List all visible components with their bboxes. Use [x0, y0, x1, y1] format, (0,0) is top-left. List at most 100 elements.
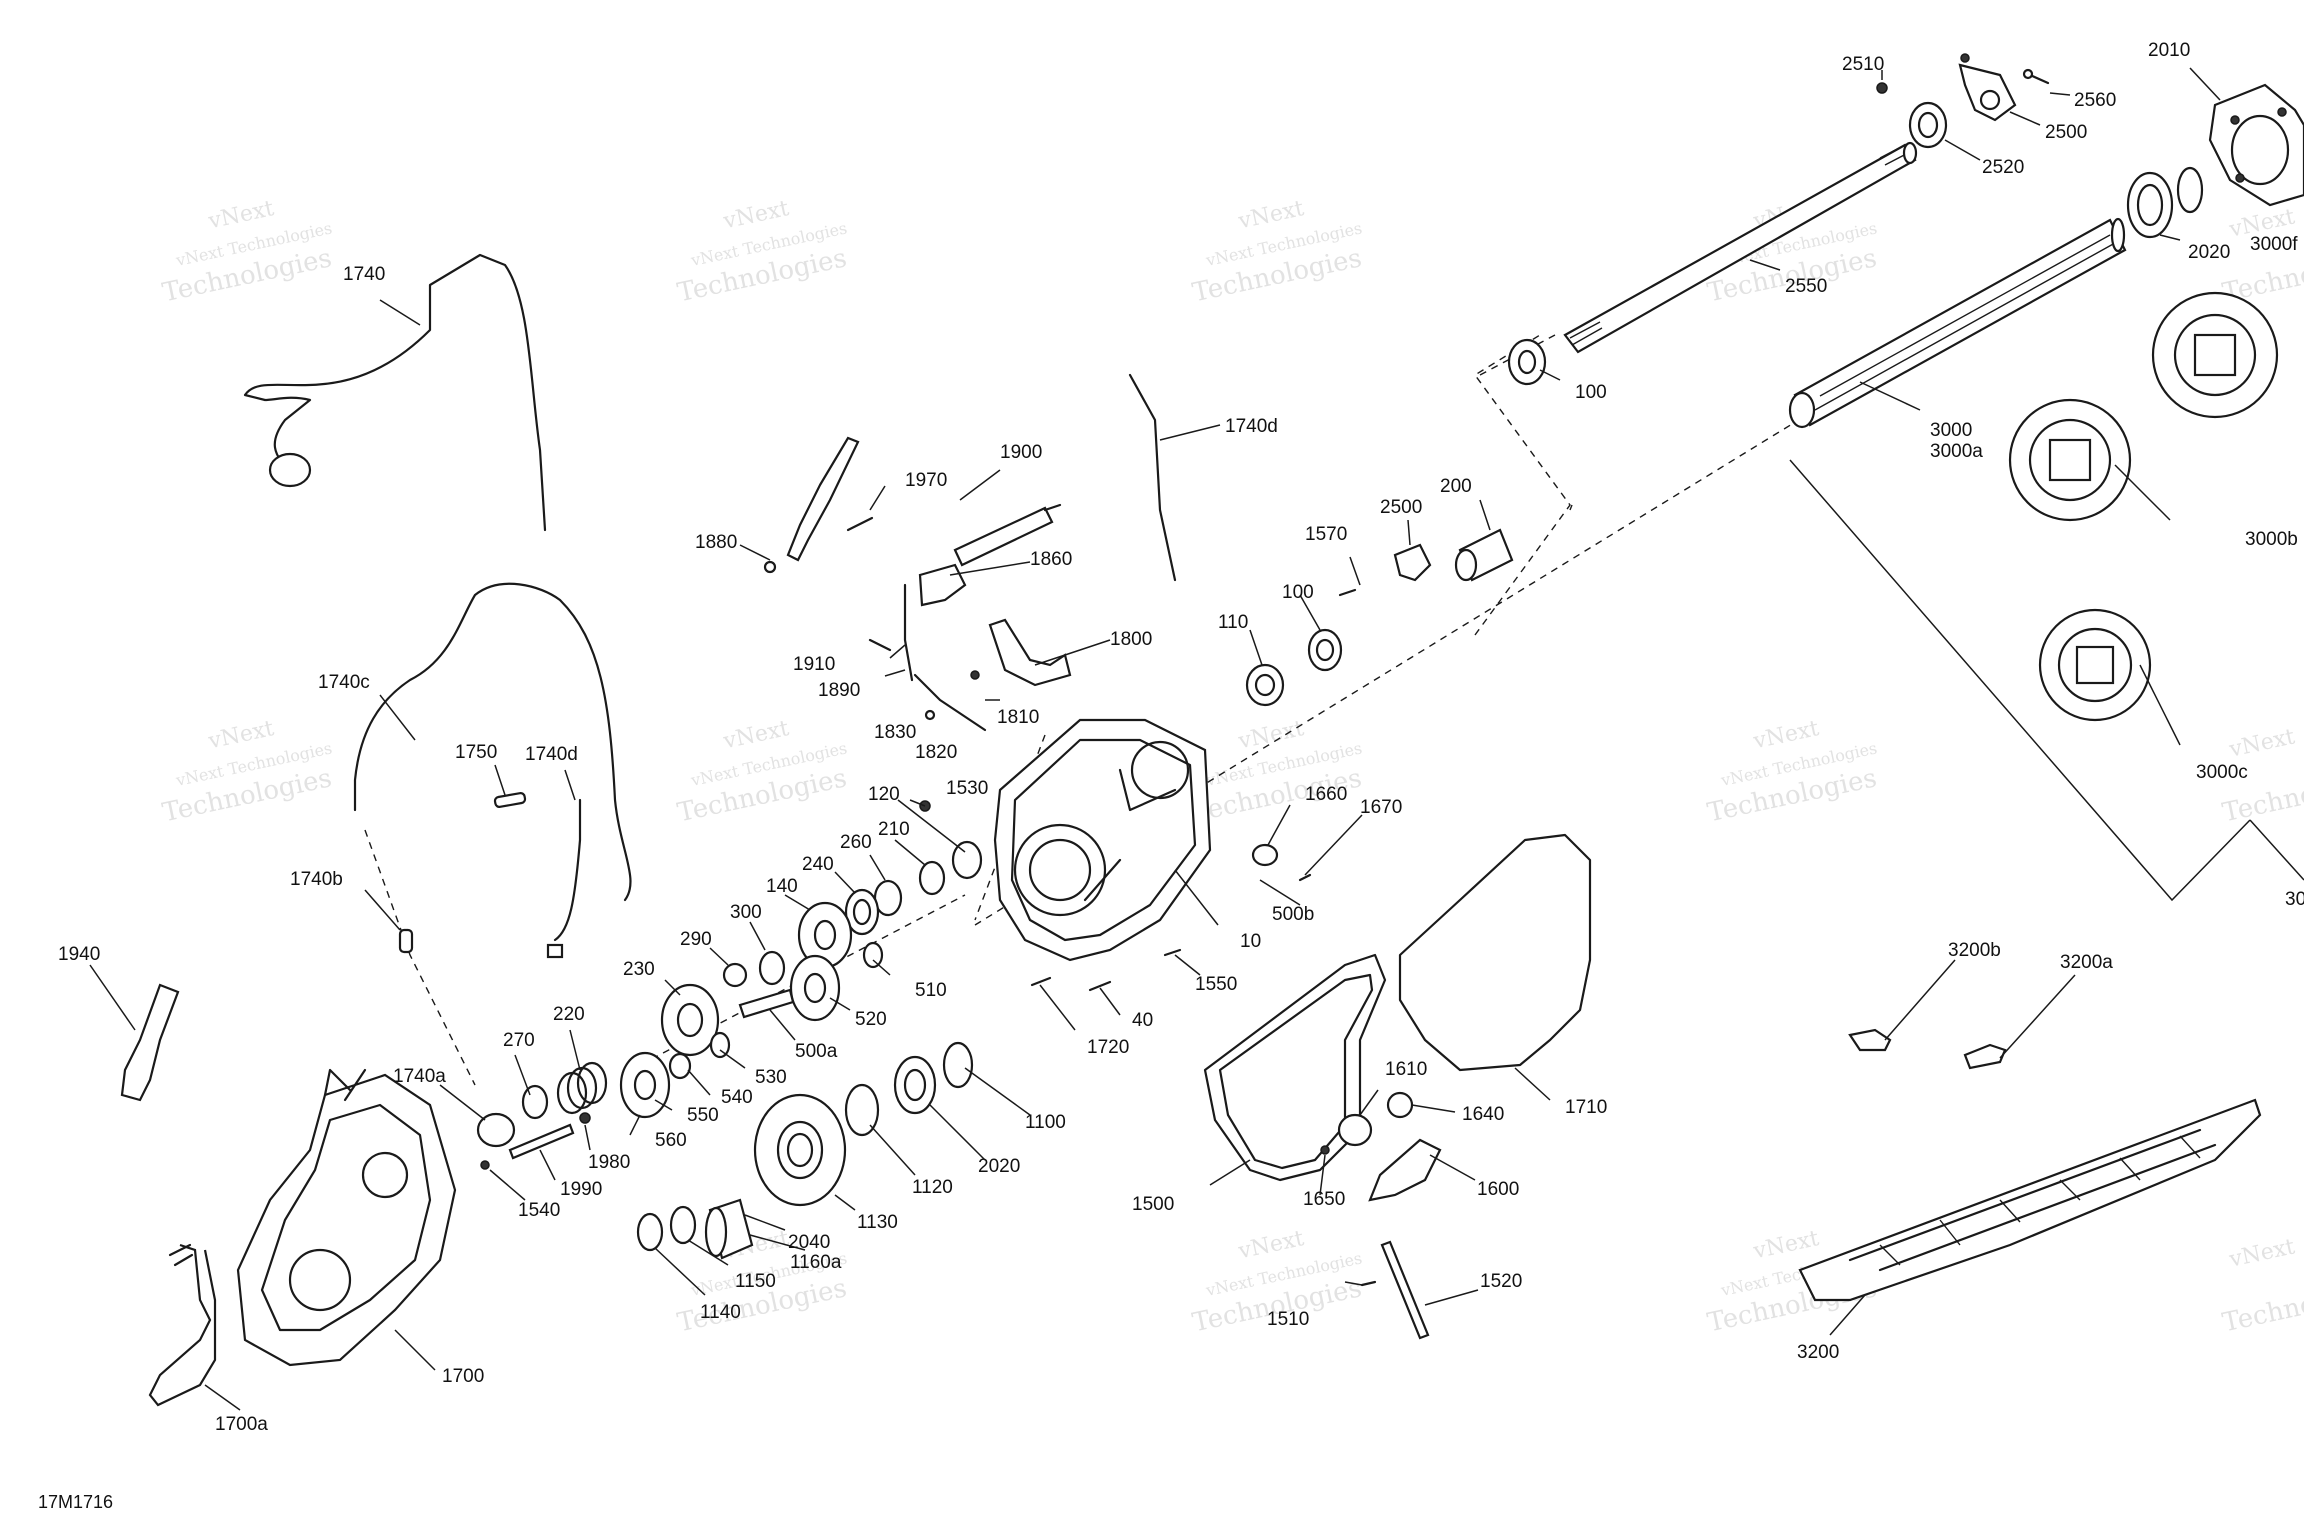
- bolt-1990: [508, 1123, 575, 1160]
- label-1810: 1810: [997, 707, 1039, 728]
- label-3200a: 3200a: [2060, 952, 2113, 973]
- shift-fork-1800: [988, 618, 1072, 687]
- label-1740d: 1740d: [525, 744, 578, 765]
- clip-1750: [493, 792, 527, 808]
- spring-end: [1043, 503, 1062, 512]
- leader: [1359, 1089, 1379, 1116]
- gear-body: [789, 954, 841, 1022]
- label-2520: 2520: [1982, 157, 2024, 178]
- lever-1880-arm: [786, 436, 860, 562]
- label-550: 550: [687, 1105, 719, 1126]
- bracket-2500: [1958, 53, 2017, 122]
- sleeve-end: [1454, 548, 1478, 582]
- gasket-1710: [1398, 833, 1592, 1072]
- label-220: 220: [553, 1004, 585, 1025]
- washer-510: [862, 941, 884, 969]
- leader: [869, 485, 886, 511]
- watermark: vNext vNext Technologies Technologies: [1705, 716, 1880, 828]
- clip-2510: [1876, 82, 1888, 94]
- leader: [749, 921, 766, 951]
- leader: [1249, 629, 1263, 666]
- track-shaft-3000: [1788, 217, 2127, 429]
- watermark-text: vNext: [1235, 716, 1306, 754]
- bearing-2020: [893, 1055, 937, 1115]
- label-1750: 1750: [455, 742, 497, 763]
- cover-boss: [288, 1248, 352, 1312]
- bracket-line: [2249, 819, 2304, 881]
- leader: [909, 799, 926, 807]
- label-1830: 1830: [874, 722, 916, 743]
- rod-1520: [1380, 1240, 1430, 1340]
- cap-1740a: [476, 1112, 516, 1148]
- leader: [687, 1239, 729, 1266]
- label-2510: 2510: [1842, 54, 1884, 75]
- snap-ring-210: [918, 860, 946, 896]
- leader: [784, 894, 811, 911]
- label-1710: 1710: [1565, 1097, 1607, 1118]
- leader: [89, 964, 136, 1031]
- leader: [1344, 1281, 1363, 1286]
- leader: [584, 1124, 591, 1151]
- bearing-inner: [1917, 111, 1939, 139]
- label-1980: 1980: [588, 1152, 630, 1173]
- slide-body: [1798, 1098, 2262, 1302]
- leader: [2049, 92, 2071, 96]
- leader: [1884, 959, 1956, 1041]
- clip-1740b-small: [546, 943, 564, 959]
- leader: [2009, 111, 2041, 126]
- leader: [1429, 1154, 1476, 1181]
- leader: [1349, 556, 1361, 586]
- bearing-110: [1245, 663, 1285, 707]
- label-1130: 1130: [857, 1212, 898, 1233]
- watermark: vNext vNext Technologies Technologies: [160, 716, 335, 828]
- clip-3200a: [1963, 1043, 2007, 1070]
- leader: [2139, 664, 2181, 746]
- cable-end-1700a: [168, 1243, 194, 1267]
- label-1510: 1510: [1267, 1309, 1309, 1330]
- label-1720: 1720: [1087, 1037, 1129, 1058]
- screw-1660: [1251, 843, 1279, 867]
- ball-1810: [970, 670, 980, 680]
- housing-inner: [1010, 738, 1197, 942]
- label-210: 210: [878, 819, 910, 840]
- watermark: vNext vNext Technologies Technologies: [675, 716, 850, 828]
- label-1520: 1520: [1480, 1271, 1522, 1292]
- bearing-240: [844, 888, 880, 936]
- label-1150: 1150: [735, 1271, 776, 1292]
- housing-bolt: [2277, 107, 2287, 117]
- housing-bolt: [2230, 115, 2240, 125]
- watermark-text: vNext: [2226, 724, 2297, 762]
- label-2560: 2560: [2074, 90, 2116, 111]
- leader: [869, 1124, 916, 1176]
- leader: [1099, 987, 1121, 1016]
- leader: [1411, 1104, 1456, 1113]
- label-1900: 1900: [1000, 442, 1042, 463]
- watermark: vNext vNext Technologies Technologies: [160, 196, 335, 308]
- label-2500: 2500: [2045, 122, 2087, 143]
- leader: [539, 1149, 556, 1181]
- label-1660: 1660: [1305, 784, 1347, 805]
- label-2040: 2040: [788, 1232, 830, 1253]
- gear-230: [660, 983, 720, 1057]
- cover-inner: [260, 1103, 432, 1332]
- o-ring: [2176, 166, 2204, 214]
- leader: [829, 997, 851, 1011]
- leader: [1424, 1289, 1479, 1306]
- chaincase-10: [993, 718, 1212, 962]
- cable-1740: [243, 253, 547, 532]
- leader: [379, 299, 421, 326]
- screw-1650: [1320, 1145, 1330, 1155]
- label-1600: 1600: [1477, 1179, 1519, 1200]
- sprocket-hub: [2193, 333, 2237, 377]
- leader: [2189, 67, 2221, 101]
- label-1500: 1500: [1132, 1194, 1174, 1215]
- label-260: 260: [840, 832, 872, 853]
- screw-1880: [763, 560, 777, 574]
- label-1140: 1140: [700, 1302, 741, 1323]
- label-3000: 3000: [1930, 420, 1972, 441]
- watermark-text: vNext: [2226, 1234, 2297, 1272]
- shaft-splines: [1569, 144, 1911, 346]
- leader: [1159, 424, 1221, 441]
- housing-bolt: [2235, 173, 2245, 183]
- watermark-text: vNext: [720, 716, 791, 754]
